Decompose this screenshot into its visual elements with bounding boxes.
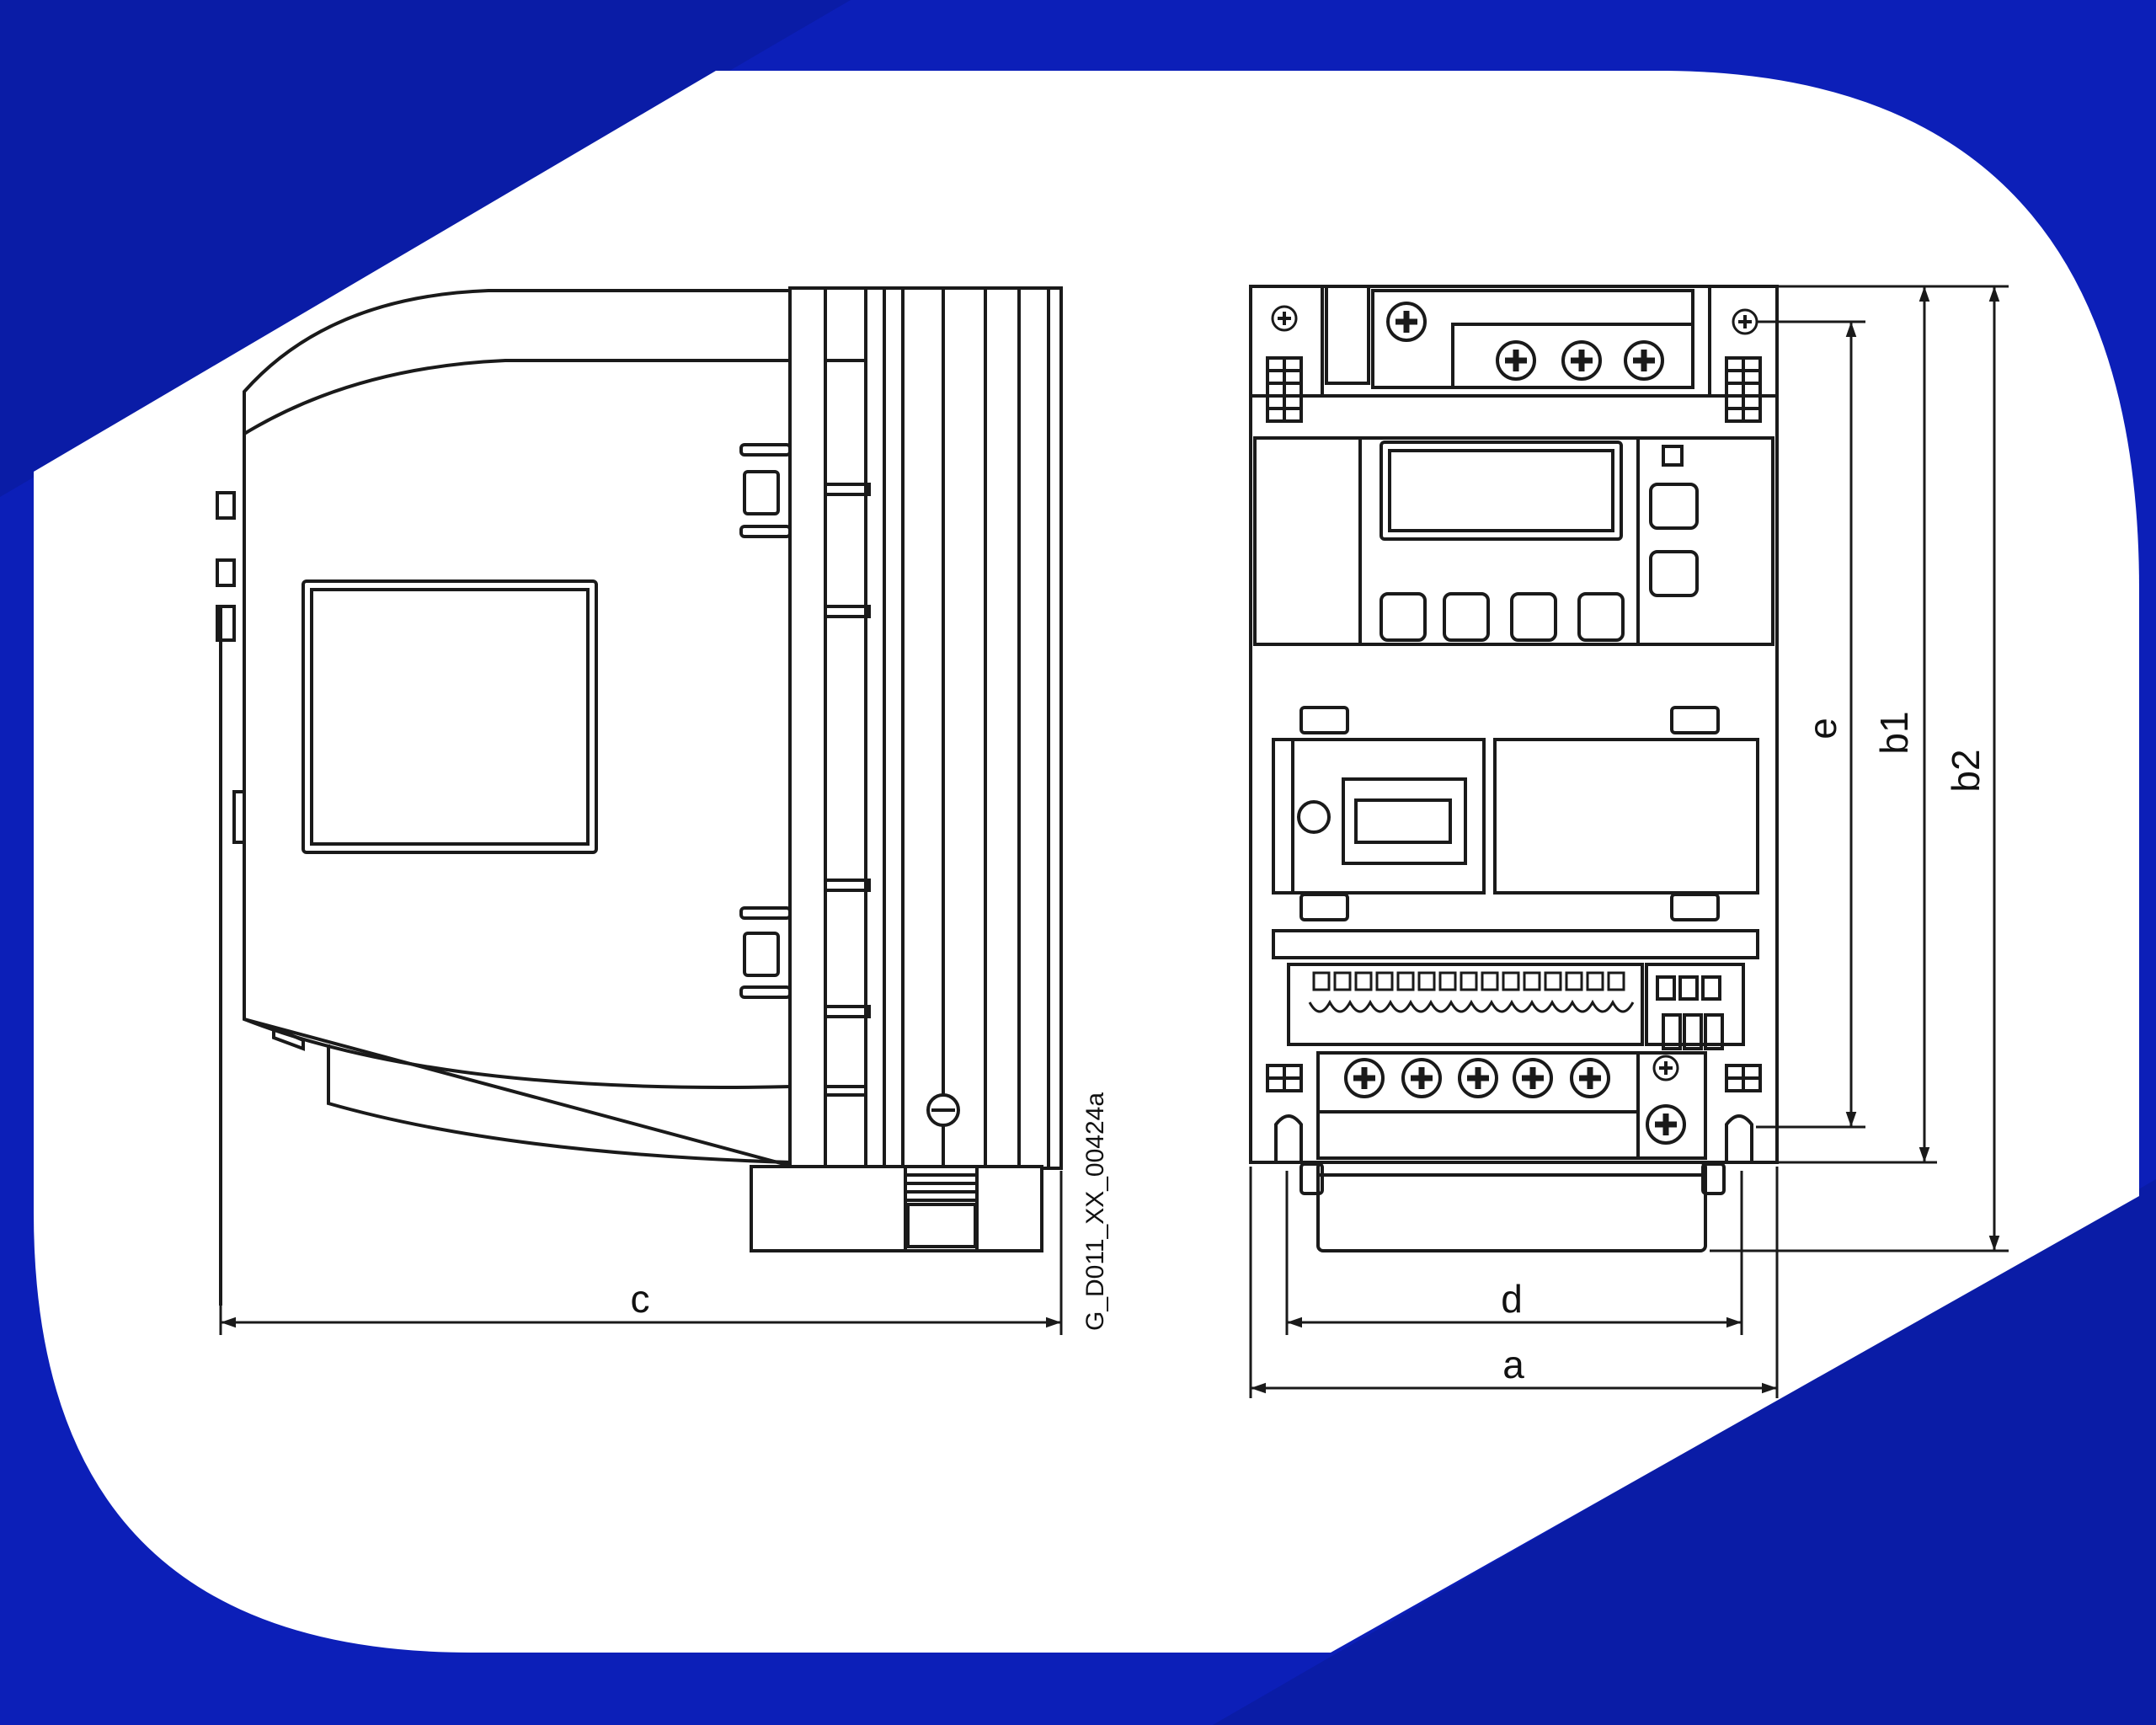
vent-grille-top-right xyxy=(1725,356,1762,423)
dim-label-b1: b1 xyxy=(1872,711,1916,754)
dimension-b2: b2 xyxy=(1710,285,2009,1252)
vent-grille-bottom-right xyxy=(1725,1064,1762,1092)
dimension-d: d xyxy=(1285,1171,1743,1335)
dim-label-b2: b2 xyxy=(1944,749,1988,792)
dimension-c: c xyxy=(219,1171,1063,1335)
control-terminal-strip xyxy=(1308,971,1635,1013)
dimension-a: a xyxy=(1249,1167,1779,1398)
vent-grille-bottom-left xyxy=(1266,1064,1303,1092)
side-view xyxy=(216,286,1063,1306)
dim-label-a: a xyxy=(1502,1343,1524,1386)
drawing-code: G_D011_XX_00424a xyxy=(1081,1092,1109,1331)
dim-label-e: e xyxy=(1801,718,1844,740)
front-view xyxy=(1249,285,1779,1252)
dim-label-c: c xyxy=(631,1277,650,1321)
dim-label-d: d xyxy=(1501,1277,1523,1321)
dimension-e: e xyxy=(1756,320,1865,1129)
vent-grille-top-left xyxy=(1266,356,1303,423)
